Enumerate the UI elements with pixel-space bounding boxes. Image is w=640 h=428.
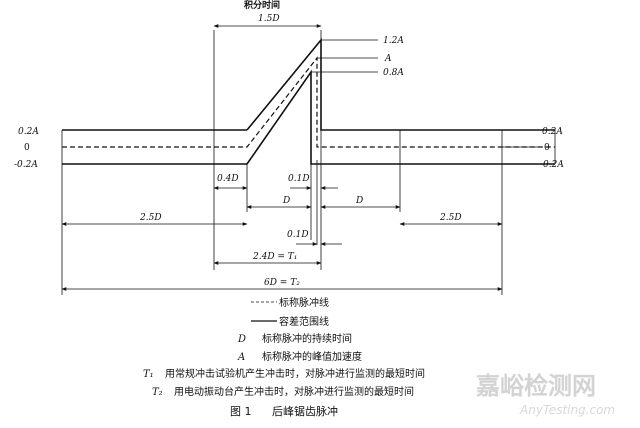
span-0-1d-bottom-label: 0.1D	[287, 230, 309, 240]
peak-label: A	[384, 54, 392, 64]
legend-t2-symbol: T₂	[152, 387, 163, 398]
right-pos-label: 0.2A	[542, 127, 563, 137]
span-2-5d-left-label: 2.5D	[139, 213, 162, 223]
dimension-arrows	[61, 24, 503, 291]
span-t1-label: 2.4D = T₁	[252, 252, 297, 262]
left-neg-label: -0.2A	[14, 160, 38, 170]
right-neg-label: -0.2A	[540, 160, 564, 170]
span-0-1d-top-label: 0.1D	[288, 174, 310, 184]
legend-dashed-label: 标称脉冲线	[279, 296, 329, 309]
left-zero-label: 0	[24, 143, 30, 153]
right-zero-label: 0	[544, 143, 550, 153]
span-2-5d-right-label: 2.5D	[439, 213, 462, 223]
span-1-5d-label: 1.5D	[258, 14, 280, 24]
legend-d-desc: 标称脉冲的持续时间	[262, 332, 352, 345]
figure-title: 后峰锯齿脉冲	[272, 404, 338, 418]
left-pos-label: 0.2A	[18, 127, 39, 137]
tolerance-lower-ramp	[246, 69, 555, 165]
span-t2-label: 6D = T₂	[264, 278, 300, 288]
legend-a-symbol: A	[237, 352, 245, 363]
legend-a-desc: 标称脉冲的峰值加速度	[262, 350, 362, 363]
legend-t1-desc: 用常规冲击试验机产生冲击时，对脉冲进行监测的最短时间	[165, 367, 425, 380]
figure-number: 图 1	[230, 405, 252, 418]
span-d-right-label: D	[355, 196, 363, 206]
integration-time-label: 积分时间	[244, 0, 280, 11]
legend-d-symbol: D	[237, 334, 246, 345]
watermark-en: AnyTesting.com	[519, 403, 615, 417]
legend-t2-desc: 用电动振动台产生冲击时，对脉冲进行监测的最短时间	[174, 385, 414, 398]
legend: 标称脉冲线 容差范围线 D 标称脉冲的持续时间 A 标称脉冲的峰值加速度 T₁ …	[143, 296, 425, 398]
watermark-cn: 嘉峪检测网	[476, 372, 596, 400]
reference-lines	[61, 30, 538, 295]
span-d-left-label: D	[282, 196, 290, 206]
tolerance-lower-label: 0.8A	[383, 68, 404, 78]
nominal-pulse-line	[62, 56, 555, 148]
legend-t1-symbol: T₁	[143, 369, 154, 380]
tolerance-upper-ramp	[246, 37, 555, 131]
legend-solid-label: 容差范围线	[279, 315, 329, 328]
tolerance-upper-label: 1.2A	[383, 36, 404, 46]
span-0-4d-label: 0.4D	[217, 174, 239, 184]
tolerance-band	[61, 37, 556, 165]
